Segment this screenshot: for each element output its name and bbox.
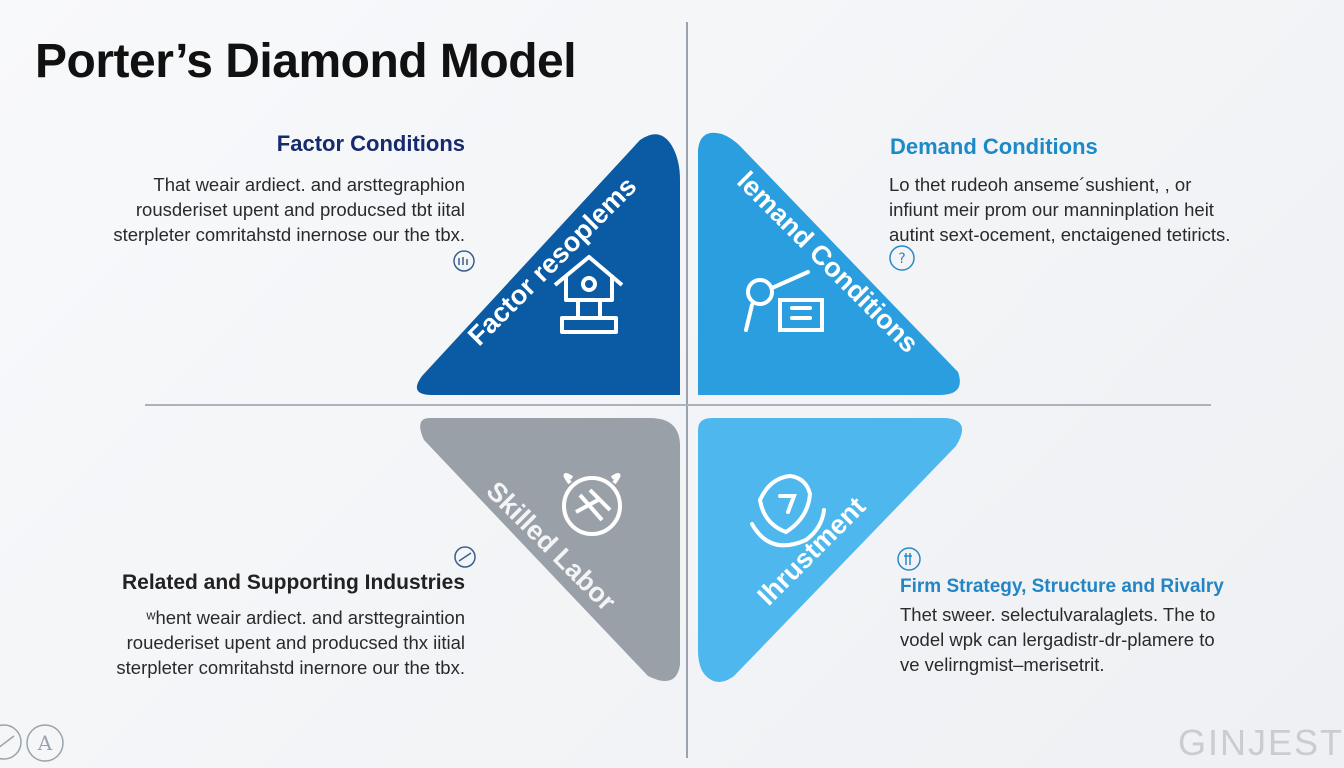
gear-hand-icon bbox=[562, 472, 622, 536]
pen-icon bbox=[0, 724, 22, 760]
firm-heading: Firm Strategy, Structure and Rivalry bbox=[900, 576, 1224, 597]
letter-a-icon: A bbox=[26, 724, 64, 762]
demand-quadrant bbox=[698, 132, 960, 395]
svg-text:?: ? bbox=[898, 251, 905, 267]
footer-logo: GINJEST bbox=[1178, 722, 1344, 763]
factor-line: sterpleter comritahstd inernose our the … bbox=[113, 224, 465, 245]
demand-line: infiunt meir prom our manninplation heit bbox=[889, 199, 1214, 220]
factor-heading: Factor Conditions bbox=[276, 131, 465, 156]
factor-line: rousderiset upent and producsed tbt iita… bbox=[135, 199, 465, 220]
question-icon: ? bbox=[889, 245, 915, 271]
horizontal-divider bbox=[145, 404, 1211, 406]
demand-line: Lo thet rudeoh anseme´sushient, , or bbox=[889, 174, 1192, 195]
related-line: ʷhent weair ardiect. and arsttegraintion bbox=[146, 607, 465, 628]
factor-line: That weair ardiect. and arsttegraphion bbox=[153, 174, 465, 195]
related-text: ʷhent weair ardiect. and arsttegraintion… bbox=[60, 605, 465, 680]
firm-line: Thet sweer. selectulvaralaglets. The to bbox=[900, 604, 1216, 625]
firm-line: ve velirngmist–merisetrit. bbox=[900, 654, 1105, 675]
demand-heading: Demand Conditions bbox=[890, 134, 1098, 159]
factor-text: That weair ardiect. and arsttegraphion r… bbox=[60, 172, 465, 247]
factor-badge-icon bbox=[453, 250, 475, 272]
related-heading: Related and Supporting Industries bbox=[121, 571, 465, 594]
firm-line: vodel wpk can lergadistr-dr-plamere to bbox=[900, 629, 1215, 650]
firm-text: Thet sweer. selectulvaralaglets. The to … bbox=[900, 602, 1320, 677]
svg-text:A: A bbox=[37, 731, 53, 755]
house-icon bbox=[553, 255, 624, 334]
magnifier-building-icon bbox=[744, 270, 824, 332]
related-badge-icon bbox=[454, 546, 476, 568]
related-line: sterpleter comritahstd inernore our the … bbox=[116, 657, 465, 678]
shield-icon bbox=[750, 473, 826, 548]
firm-badge-icon bbox=[897, 547, 921, 571]
related-line: rouederiset upent and producsed thx iiti… bbox=[126, 632, 465, 653]
demand-text: Lo thet rudeoh anseme´sushient, , or inf… bbox=[889, 172, 1309, 247]
invest-quadrant bbox=[698, 418, 963, 682]
vertical-divider bbox=[686, 22, 688, 758]
page-title: Porter’s Diamond Model bbox=[35, 35, 577, 88]
demand-line: autint sext-ocement, enctaigened tetiric… bbox=[889, 224, 1231, 245]
